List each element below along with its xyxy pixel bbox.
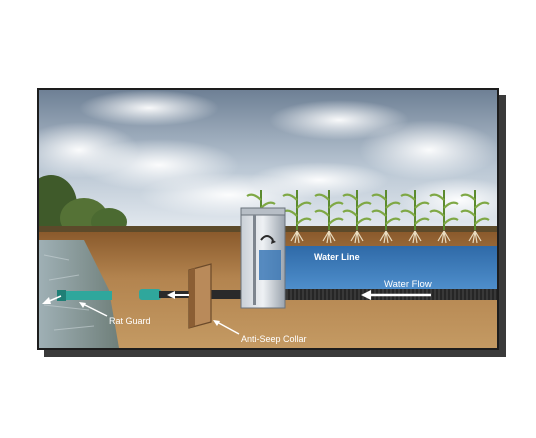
rat-guard-label: Rat Guard xyxy=(109,316,151,326)
water-line-label: Water Line xyxy=(314,252,360,262)
arrow-left-icon xyxy=(42,297,51,304)
corn-plant-icon xyxy=(371,190,401,244)
outlet-pipe xyxy=(189,290,245,299)
diagram-frame: Water Line Water Flow Rat Guard Anti-See… xyxy=(37,88,499,350)
arrow-left-icon xyxy=(361,290,371,300)
corn-plant-icon xyxy=(342,190,372,244)
rat-guard-pointer xyxy=(82,303,108,317)
corn-plant-icon xyxy=(460,190,490,244)
collar-pointer xyxy=(216,321,240,335)
water-control-structure xyxy=(240,207,286,309)
flow-arrows xyxy=(42,290,431,304)
drainage-diagram: Water Line Water Flow Rat Guard Anti-See… xyxy=(39,90,497,348)
corn-plant-icon xyxy=(400,190,430,244)
outlet-coupler xyxy=(139,289,161,300)
clouds xyxy=(39,90,497,222)
anti-seep-collar-label: Anti-Seep Collar xyxy=(241,334,307,344)
corn-plant-icon xyxy=(429,190,459,244)
corn-plant-icon xyxy=(314,190,344,244)
rat-guard-pipe xyxy=(64,291,112,300)
arrow-left-icon xyxy=(167,291,175,299)
water-table xyxy=(279,246,497,290)
water-flow-label: Water Flow xyxy=(384,279,432,290)
rat-guard xyxy=(57,290,66,301)
